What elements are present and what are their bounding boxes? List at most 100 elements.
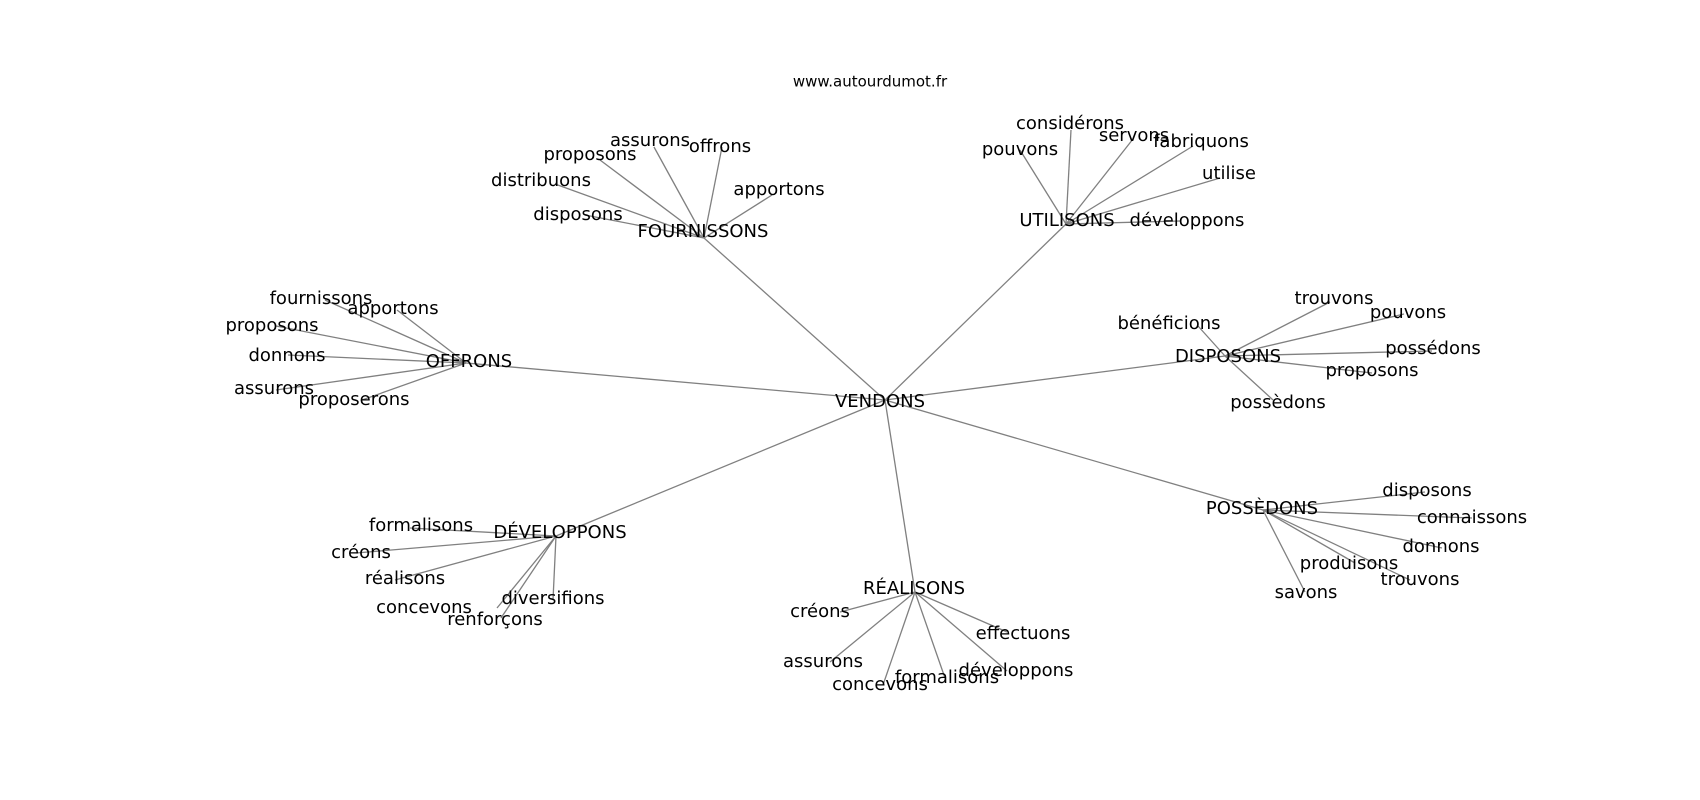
edge-center-to-hub <box>884 355 1226 401</box>
graph-edges <box>275 129 1473 686</box>
edge-hub-to-leaf <box>703 146 723 239</box>
hub-node-label: DISPOSONS <box>1175 346 1281 367</box>
edge-hub-to-leaf <box>599 159 705 239</box>
leaf-node-label: réalisons <box>365 568 445 589</box>
leaf-node-label: trouvons <box>1381 569 1460 590</box>
graph-labels: www.autourdumot.fr VENDONSFOURNISSONSass… <box>225 73 1527 696</box>
leaf-node-label: distribuons <box>491 170 591 191</box>
edge-hub-to-leaf <box>839 591 916 613</box>
edge-hub-to-leaf <box>361 362 467 401</box>
edge-hub-to-leaf <box>1262 509 1356 564</box>
edge-hub-to-leaf <box>1224 355 1373 374</box>
leaf-node-label: bénéficions <box>1117 313 1220 334</box>
edge-hub-to-leaf <box>584 214 705 239</box>
leaf-node-label: pouvons <box>1370 302 1446 323</box>
edge-center-to-hub <box>555 399 886 537</box>
edge-hub-to-leaf <box>914 591 1008 633</box>
edge-center-to-hub <box>465 362 886 401</box>
leaf-node-label: formalisons <box>369 515 473 536</box>
hub-node-label: UTILISONS <box>1019 210 1114 231</box>
edge-hub-to-leaf <box>1065 138 1134 225</box>
leaf-node-label: renforçons <box>447 609 543 630</box>
edge-hub-to-leaf <box>355 535 557 554</box>
edge-center-to-hub <box>884 223 1067 401</box>
leaf-node-label: apportons <box>733 179 824 200</box>
leaf-node-label: fournissons <box>270 288 373 309</box>
leaf-node-label: assurons <box>234 378 314 399</box>
leaf-node-label: possèdons <box>1230 392 1326 413</box>
source-site-label: www.autourdumot.fr <box>793 73 948 91</box>
edge-hub-to-leaf <box>1262 509 1411 581</box>
leaf-node-label: proposons <box>225 315 318 336</box>
edge-hub-to-leaf <box>1224 350 1433 357</box>
edge-hub-to-leaf <box>1262 509 1306 593</box>
edge-hub-to-leaf <box>1197 325 1226 357</box>
edge-hub-to-leaf <box>703 194 773 239</box>
leaf-node-label: créons <box>790 601 850 622</box>
leaf-node-label: diversifions <box>501 588 604 609</box>
leaf-node-label: formalisons <box>895 667 999 688</box>
leaf-node-label: pouvons <box>982 139 1058 160</box>
hub-node-label: POSSÈDONS <box>1206 497 1318 519</box>
leaf-node-label: donnons <box>248 345 325 366</box>
leaf-node-label: utilise <box>1202 163 1256 184</box>
edge-hub-to-leaf <box>1262 509 1473 519</box>
hub-node-label: FOURNISSONS <box>638 221 769 242</box>
leaf-node-label: concevons <box>832 674 928 695</box>
leaf-node-label: concevons <box>376 597 472 618</box>
edge-hub-to-leaf <box>275 362 467 391</box>
edge-hub-to-leaf <box>500 535 557 619</box>
edge-hub-to-leaf <box>324 299 467 364</box>
leaf-node-label: servons <box>1099 125 1169 146</box>
leaf-node-label: proposons <box>1325 360 1418 381</box>
leaf-node-label: développons <box>959 660 1074 681</box>
leaf-node-label: assurons <box>783 651 863 672</box>
leaf-node-label: produisons <box>1300 553 1398 574</box>
edge-hub-to-leaf <box>1065 177 1221 225</box>
leaf-node-label: savons <box>1275 582 1338 603</box>
edge-center-to-hub <box>703 237 886 401</box>
edge-hub-to-leaf <box>914 591 1008 672</box>
leaf-node-label: trouvons <box>1295 288 1374 309</box>
hub-node-label: DÉVELOPPONS <box>493 521 626 543</box>
edge-hub-to-leaf <box>275 325 467 364</box>
leaf-node-label: connaissons <box>1417 507 1527 528</box>
edge-hub-to-leaf <box>1262 509 1443 549</box>
edge-hub-to-leaf <box>1019 149 1067 225</box>
leaf-node-label: effectuons <box>976 623 1071 644</box>
leaf-node-label: proposons <box>543 144 636 165</box>
edge-hub-to-leaf <box>396 309 467 364</box>
edge-hub-to-leaf <box>554 183 705 239</box>
edge-center-to-hub <box>884 399 916 593</box>
hub-node-label: OFFRONS <box>426 351 512 372</box>
leaf-node-label: possédons <box>1385 338 1481 359</box>
edge-hub-to-leaf <box>914 591 946 679</box>
edge-hub-to-leaf <box>552 535 557 601</box>
hub-node-label: RÉALISONS <box>863 577 965 599</box>
edge-hub-to-leaf <box>1065 129 1072 225</box>
edge-hub-to-leaf <box>287 354 467 364</box>
edge-hub-to-leaf <box>496 535 557 609</box>
leaf-node-label: offrons <box>689 136 751 157</box>
leaf-node-label: créons <box>331 542 391 563</box>
leaf-node-label: considérons <box>1016 113 1124 134</box>
edge-hub-to-leaf <box>829 591 916 663</box>
edge-center-to-hub <box>884 399 1264 511</box>
edge-hub-to-leaf <box>1224 355 1274 401</box>
edge-hub-to-leaf <box>1065 220 1181 225</box>
edge-hub-to-leaf <box>394 535 557 581</box>
edge-hub-to-leaf <box>1224 313 1405 357</box>
edge-hub-to-leaf <box>653 146 705 239</box>
edge-hub-to-leaf <box>1065 145 1194 225</box>
edge-hub-to-leaf <box>409 527 557 537</box>
edge-hub-to-leaf <box>1224 301 1331 357</box>
leaf-node-label: fabriquons <box>1153 131 1249 152</box>
leaf-node-label: développons <box>1130 210 1245 231</box>
leaf-node-label: donnons <box>1402 536 1479 557</box>
edge-hub-to-leaf <box>882 591 916 686</box>
leaf-node-label: assurons <box>610 130 690 151</box>
leaf-node-label: apportons <box>347 298 438 319</box>
edge-hub-to-leaf <box>1262 491 1426 511</box>
leaf-node-label: proposerons <box>298 389 409 410</box>
